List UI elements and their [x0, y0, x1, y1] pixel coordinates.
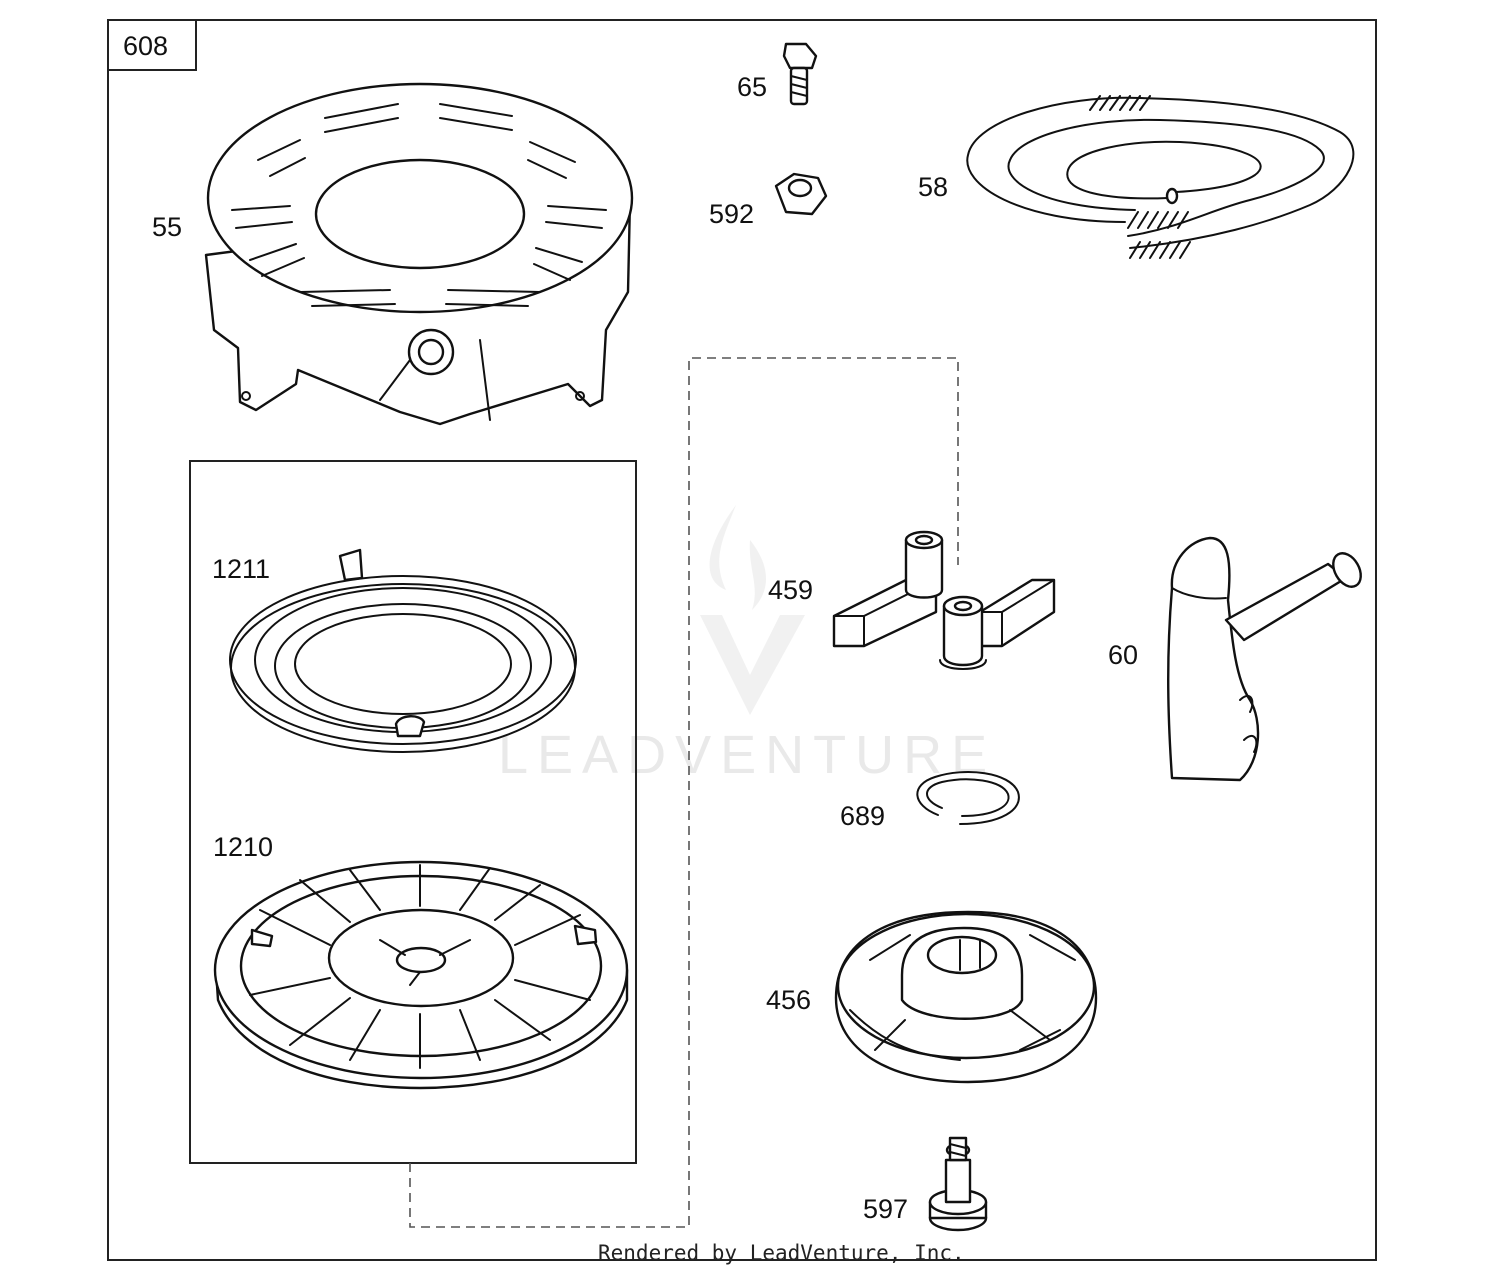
part-456-label: 456: [766, 985, 811, 1015]
part-55-label: 55: [152, 212, 182, 242]
part-689-label: 689: [840, 801, 885, 831]
part-459-label: 459: [768, 575, 813, 605]
part-60-label: 60: [1108, 640, 1138, 670]
part-1210-label: 1210: [213, 832, 273, 862]
part-456-ratchet: [834, 910, 1098, 1084]
part-1211-recoil-spring: [229, 548, 577, 753]
part-65-label: 65: [737, 72, 767, 102]
part-65-screw: [782, 42, 818, 106]
part-1211-label: 1211: [212, 554, 270, 584]
part-60-starter-handle: [1167, 536, 1362, 782]
part-592-label: 592: [709, 199, 754, 229]
assembly-label-box: [107, 19, 197, 71]
part-58-label: 58: [918, 172, 948, 202]
part-1210-pulley: [213, 860, 629, 1090]
watermark-logo: [700, 505, 805, 715]
part-55-blower-housing: [204, 82, 634, 426]
diagram-frame: [107, 19, 1377, 1261]
part-592-nut: [774, 172, 828, 216]
kit-box: [189, 460, 637, 1164]
part-689-retainer-ring: [916, 771, 1020, 825]
part-58-starter-rope: [966, 95, 1355, 259]
watermark-text: LEADVENTURE: [498, 725, 996, 785]
assembly-label: 608: [123, 31, 168, 61]
part-597-pin: [928, 1136, 988, 1232]
part-459-starter-dogs: [832, 530, 1056, 670]
kit-link-dashed-line: [409, 357, 959, 1228]
footer-credit: Rendered by LeadVenture, Inc.: [598, 1241, 965, 1265]
part-597-label: 597: [863, 1194, 908, 1224]
